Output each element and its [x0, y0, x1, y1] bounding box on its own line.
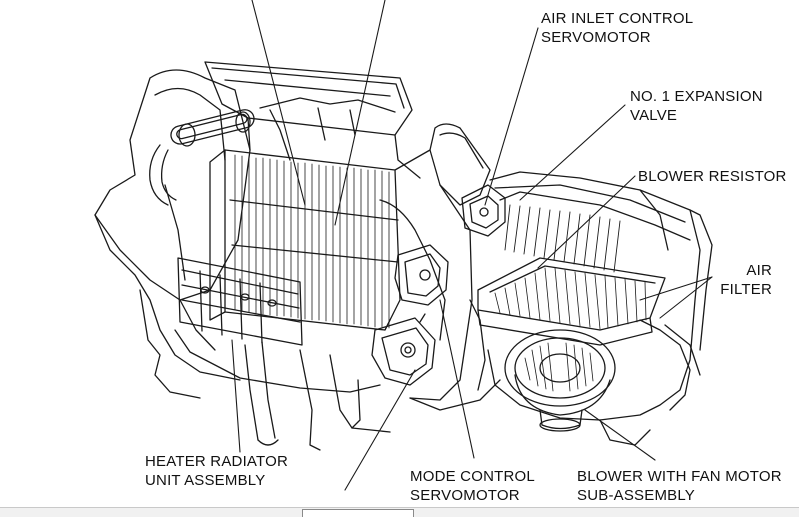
leader-lines [231, 0, 713, 491]
lower-housing [174, 329, 391, 451]
label-line: BLOWER RESISTOR [638, 168, 787, 185]
page-number-input[interactable] [302, 509, 414, 517]
label-heater-radiator-unit-assembly: HEATER RADIATOR UNIT ASSEMBLY [145, 452, 288, 490]
blower-fan-blades [524, 342, 594, 392]
air-filter-pleats [494, 267, 647, 330]
label-line: SERVOMOTOR [410, 487, 520, 504]
label-line: MODE CONTROL [410, 468, 535, 485]
mode-control-servomotor [371, 313, 436, 386]
top-duct [204, 61, 421, 179]
center-servo [394, 244, 449, 306]
flag-icon[interactable] [470, 510, 478, 516]
viewer-toolbar [0, 507, 799, 517]
evaporator-core [209, 149, 401, 331]
next-page-icon[interactable] [284, 510, 292, 517]
prev-page-icon[interactable] [262, 510, 270, 517]
label-no1-expansion-valve: NO. 1 EXPANSION VALVE [630, 87, 763, 125]
label-line: HEATER RADIATOR [145, 453, 289, 470]
heater-core [177, 257, 303, 346]
label-line: AIR INLET CONTROL [541, 10, 694, 27]
air-filter [477, 257, 666, 346]
label-line: BLOWER WITH FAN MOTOR [577, 468, 782, 485]
label-blower-with-fan-motor: BLOWER WITH FAN MOTOR SUB-ASSEMBLY [577, 467, 782, 505]
label-mode-control-servomotor: MODE CONTROL SERVOMOTOR [410, 467, 535, 505]
label-line: FILTER [720, 281, 772, 298]
label-air-filter: AIR FILTER [714, 261, 772, 299]
blower-fan-motor [504, 329, 616, 432]
label-line: VALVE [630, 107, 678, 124]
heater-pipes [149, 109, 255, 206]
view-mode-icon[interactable] [752, 510, 760, 516]
label-line: AIR [746, 262, 772, 279]
label-line: UNIT ASSEMBLY [145, 472, 266, 489]
label-blower-resistor: BLOWER RESISTOR [638, 167, 787, 186]
label-line: NO. 1 EXPANSION [630, 88, 763, 105]
label-line: SUB-ASSEMBLY [577, 487, 695, 504]
right-duct [599, 319, 701, 446]
tool-icon[interactable] [430, 510, 438, 516]
evaporator-fins [234, 154, 390, 329]
intake-grille [504, 204, 621, 273]
label-line: SERVOMOTOR [541, 29, 651, 46]
heater-housing [94, 69, 251, 399]
label-air-inlet-control-servomotor: AIR INLET CONTROL SERVOMOTOR [541, 9, 693, 47]
layout-icon[interactable] [770, 510, 778, 516]
